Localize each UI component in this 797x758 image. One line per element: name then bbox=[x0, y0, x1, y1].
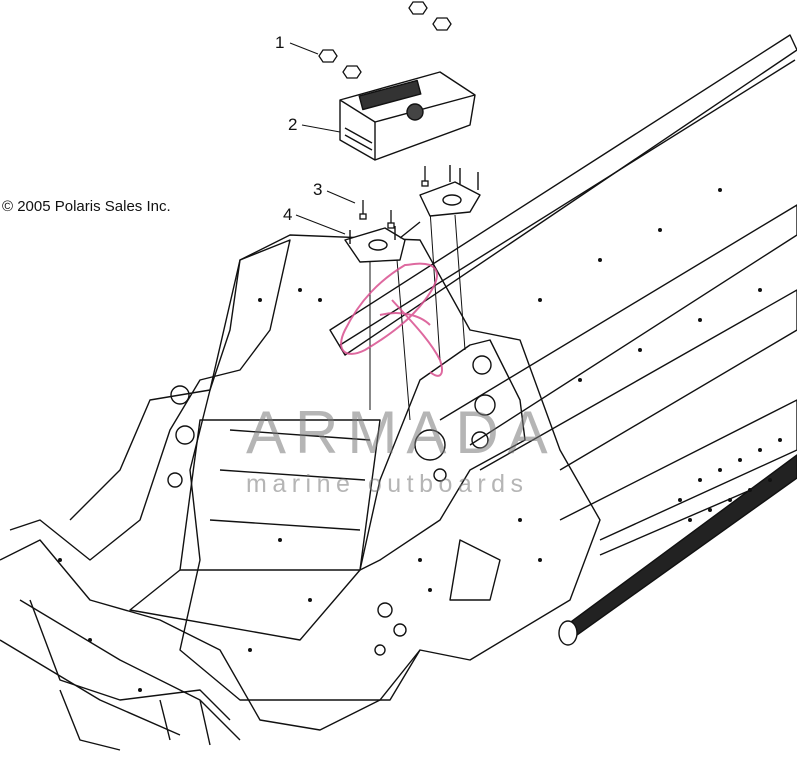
upper-rail bbox=[329, 34, 797, 356]
callout-1: 1 bbox=[275, 33, 285, 52]
rivet-pattern bbox=[58, 188, 782, 692]
watermark-tagline: marine outboards bbox=[246, 470, 529, 498]
callout-2: 2 bbox=[288, 115, 298, 134]
drive-tube bbox=[559, 454, 797, 641]
tunnel-plate bbox=[179, 234, 601, 701]
armada-logo-icon bbox=[340, 262, 443, 377]
callout-4: 4 bbox=[283, 205, 293, 224]
lower-rail bbox=[439, 204, 797, 446]
front-bulkhead bbox=[9, 239, 291, 561]
callout-3: 3 bbox=[313, 180, 323, 199]
screw-icon bbox=[359, 166, 429, 229]
tower-plate bbox=[359, 339, 526, 571]
mounting-bracket-icon bbox=[344, 165, 481, 263]
copyright-notice: © 2005 Polaris Sales Inc. bbox=[2, 198, 171, 215]
callout-leaders bbox=[289, 42, 356, 235]
ecu-module-icon bbox=[339, 71, 476, 161]
watermark-brand: ARMADA bbox=[246, 399, 557, 466]
hexnut-icon bbox=[318, 1, 452, 79]
